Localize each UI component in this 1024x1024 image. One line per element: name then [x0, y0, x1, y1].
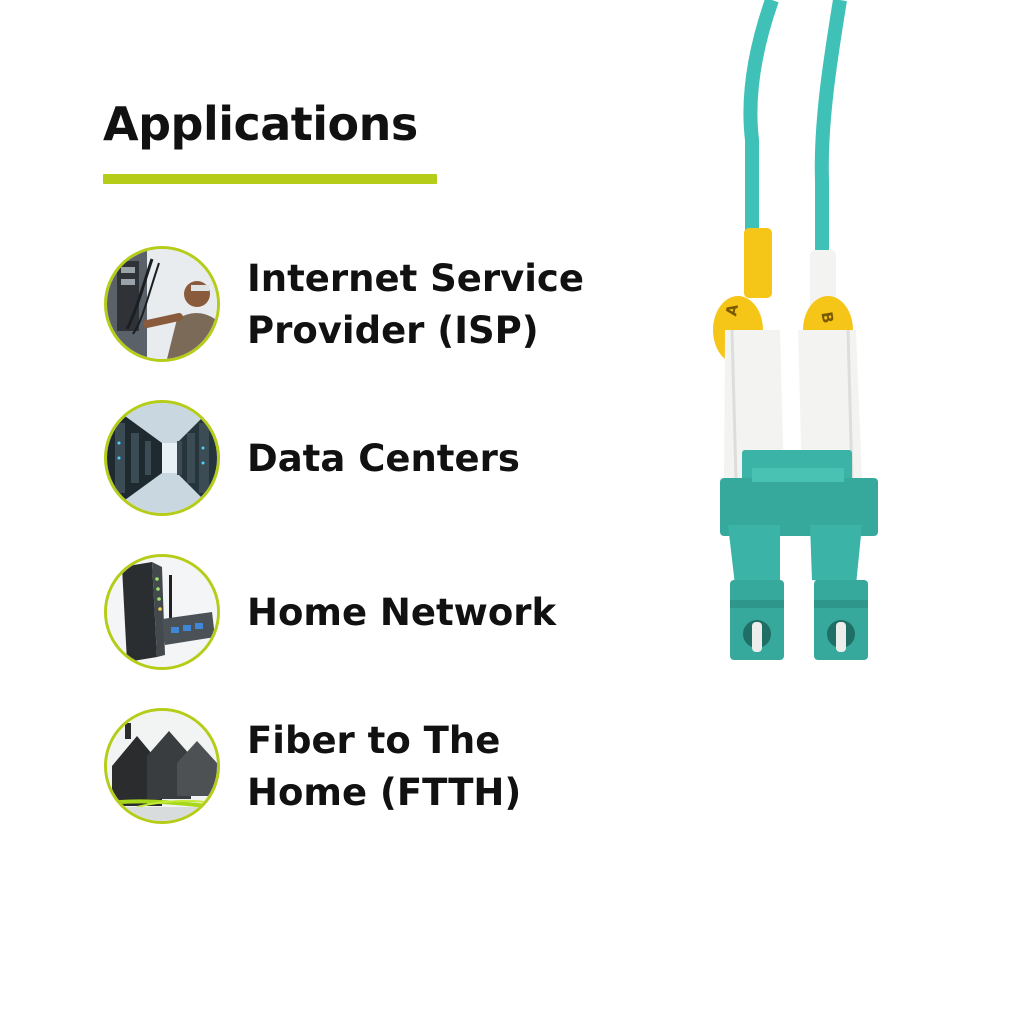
application-item-isp: Internet Service Provider (ISP) [104, 246, 624, 364]
title-underline [103, 174, 437, 184]
application-label: Home Network [247, 587, 556, 639]
application-label: Data Centers [247, 433, 520, 485]
connector-label-b: B [817, 310, 837, 324]
application-label: Internet Service Provider (ISP) [247, 253, 584, 357]
application-label-line: Internet Service [247, 257, 584, 300]
application-item-home-network: Home Network [104, 554, 624, 672]
application-label-line: Home (FTTH) [247, 771, 522, 814]
application-label-line: Data Centers [247, 437, 520, 480]
applications-title: Applications [103, 97, 418, 151]
application-label-line: Provider (ISP) [247, 309, 539, 352]
server-racks-photo-icon [104, 400, 220, 516]
application-label-line: Fiber to The [247, 719, 501, 762]
lc-duplex-connector-image: A B [680, 0, 920, 700]
application-item-ftth: Fiber to The Home (FTTH) [104, 708, 624, 826]
router-photo-icon [104, 554, 220, 670]
application-label: Fiber to The Home (FTTH) [247, 715, 521, 819]
application-label-line: Home Network [247, 591, 557, 634]
application-item-data-centers: Data Centers [104, 400, 624, 518]
connector-label-a: A [722, 302, 742, 317]
houses-fiber-photo-icon [104, 708, 220, 824]
technician-photo-icon [104, 246, 220, 362]
